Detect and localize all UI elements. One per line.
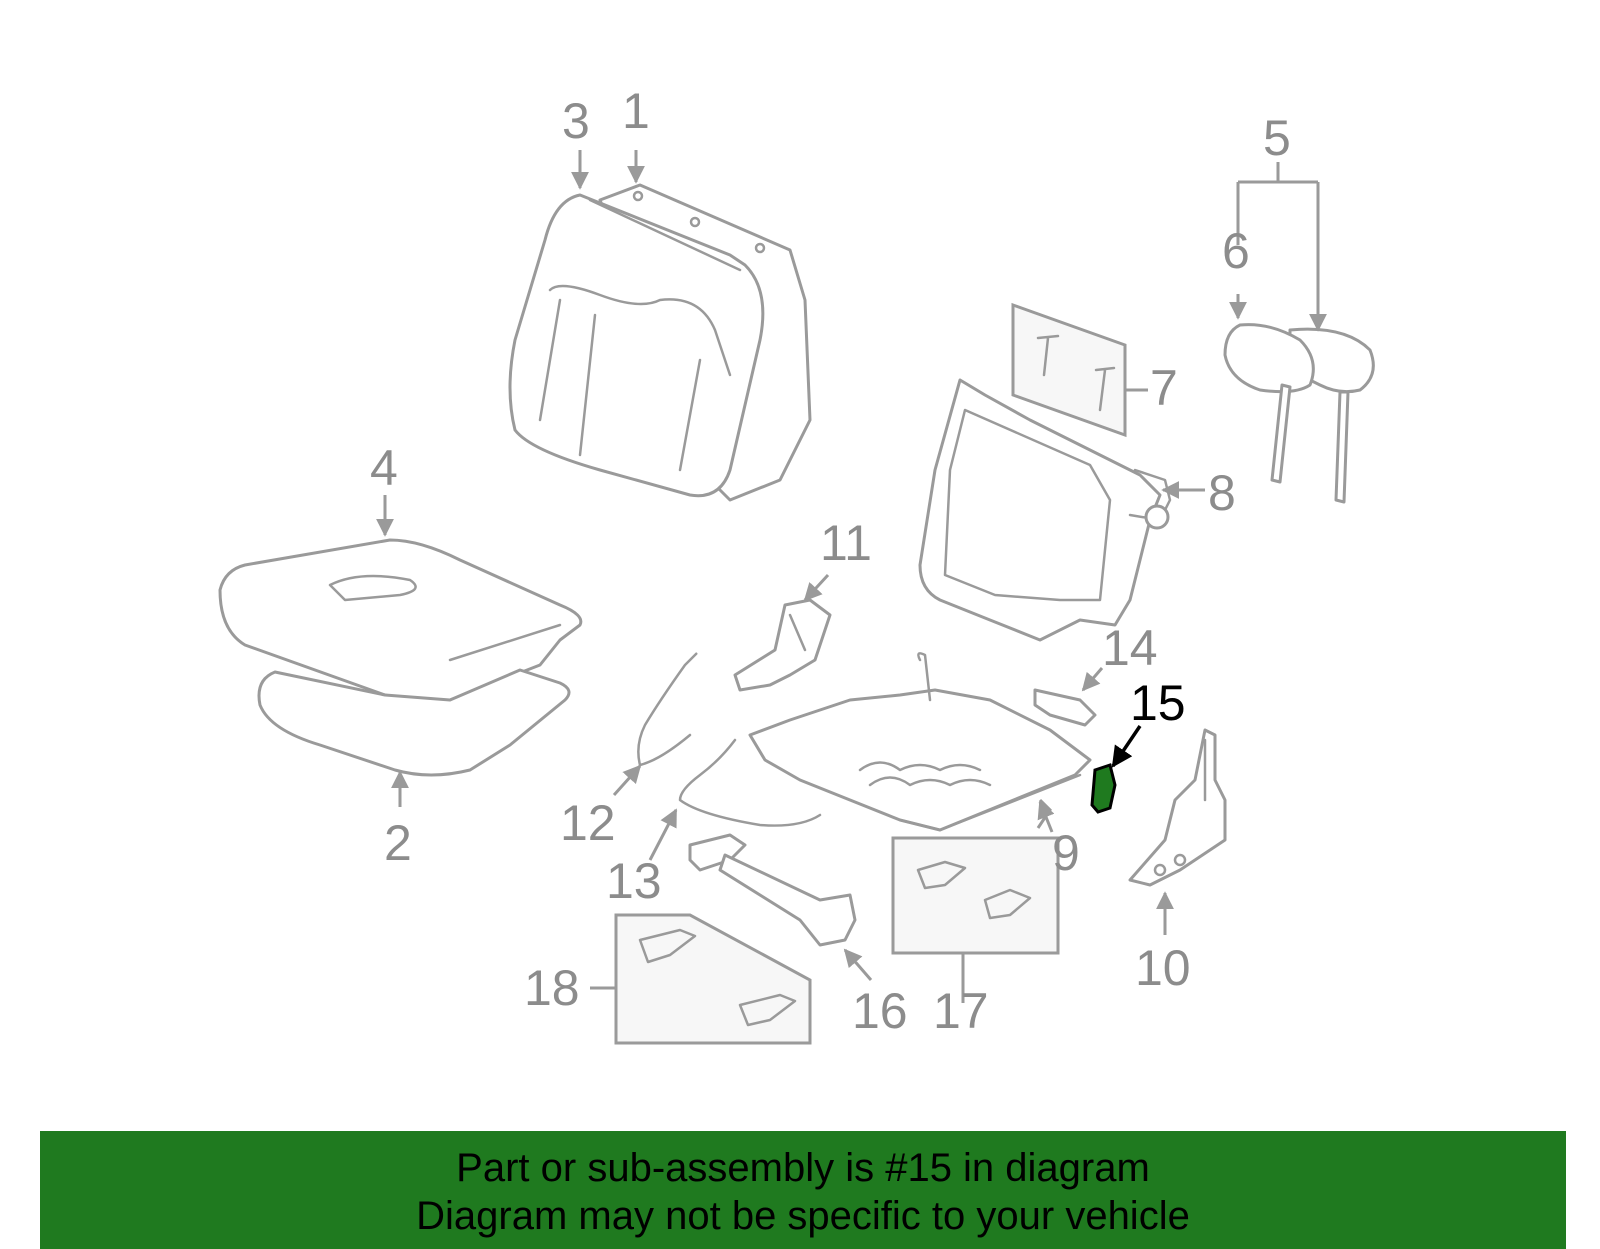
seat-cushion-frame-part-9 [748,652,1092,832]
label-2: 2 [384,815,412,871]
info-banner: Part or sub-assembly is #15 in diagram D… [40,1131,1566,1249]
label-9: 9 [1052,825,1080,881]
label-12: 12 [560,795,616,851]
leader-lines [376,150,1327,1003]
clip-box-part-17 [891,836,1060,955]
headrest-part-5 [1223,323,1375,504]
label-16: 16 [852,983,908,1039]
label-14: 14 [1102,620,1158,676]
label-5: 5 [1263,110,1291,166]
label-17: 17 [933,983,989,1039]
label-13: 13 [606,853,662,909]
label-3: 3 [562,93,590,149]
label-1: 1 [622,83,650,139]
banner-part-text: Part or sub-assembly is #15 in diagram [456,1146,1150,1190]
bracket-part-14 [1033,688,1097,727]
label-11: 11 [820,515,872,571]
banner-disclaimer-text: Diagram may not be specific to your vehi… [416,1194,1190,1238]
label-15: 15 [1130,675,1186,731]
cable-part-12 [637,652,698,767]
side-cover-part-10 [1128,728,1227,887]
label-8: 8 [1208,465,1236,521]
label-6: 6 [1222,223,1250,279]
label-10: 10 [1135,940,1191,996]
label-18: 18 [524,960,580,1016]
seat-track-part-16 [688,833,857,947]
highlighted-part-15[interactable] [1090,763,1117,814]
seat-back-frame-part-8 [918,378,1172,642]
clip-box-part-18 [614,913,812,1045]
side-bracket-part-11 [733,598,832,692]
callout-labels: 1 3 5 6 7 8 4 11 14 15 12 2 9 13 10 18 1… [370,83,1291,1039]
seat-back-pad-part-3 [508,193,765,498]
label-4: 4 [370,440,398,496]
cable-part-13 [678,738,822,827]
bolt-set-box-part-7 [1011,302,1127,438]
label-7: 7 [1150,360,1178,416]
